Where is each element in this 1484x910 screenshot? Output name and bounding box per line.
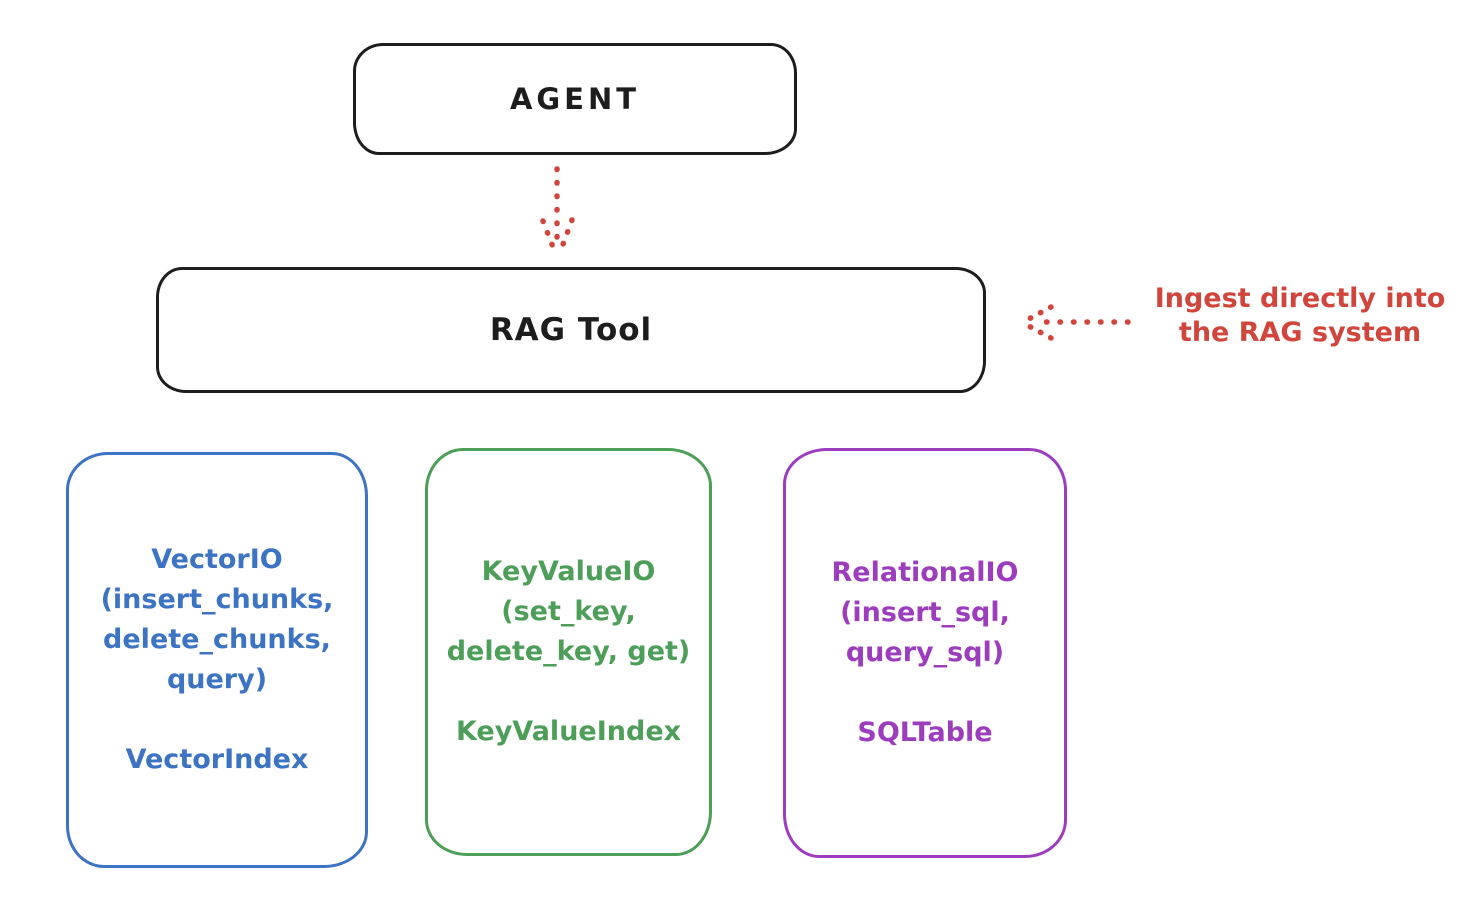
backend-vector-title: VectorIO (insert_chunks, delete_chunks, … bbox=[100, 544, 334, 695]
agent-node: AGENT bbox=[353, 43, 797, 155]
ingest-arrow bbox=[1022, 304, 1131, 341]
rag-tool-label: RAG Tool bbox=[489, 312, 653, 348]
backend-relational-index-label: SQLTable bbox=[857, 717, 993, 748]
backend-node-vector: VectorIO (insert_chunks, delete_chunks, … bbox=[66, 452, 368, 868]
backend-vector-index-label: VectorIndex bbox=[125, 744, 309, 775]
agent-label: AGENT bbox=[509, 82, 641, 116]
agent-to-rag-tool-arrow bbox=[540, 166, 575, 258]
backend-keyvalue-title: KeyValueIO (set_key, delete_key, get) bbox=[446, 556, 691, 667]
backend-node-keyvalue: KeyValueIO (set_key, delete_key, get) Ke… bbox=[425, 448, 712, 856]
backend-relational-title: RelationalIO (insert_sql, query_sql) bbox=[831, 557, 1019, 668]
backend-node-relational: RelationalIO (insert_sql, query_sql) SQL… bbox=[783, 448, 1067, 858]
backend-keyvalue-index-label: KeyValueIndex bbox=[455, 716, 682, 747]
ingest-annotation: Ingest directly into the RAG system bbox=[1154, 283, 1446, 348]
rag-tool-node: RAG Tool bbox=[156, 267, 986, 393]
